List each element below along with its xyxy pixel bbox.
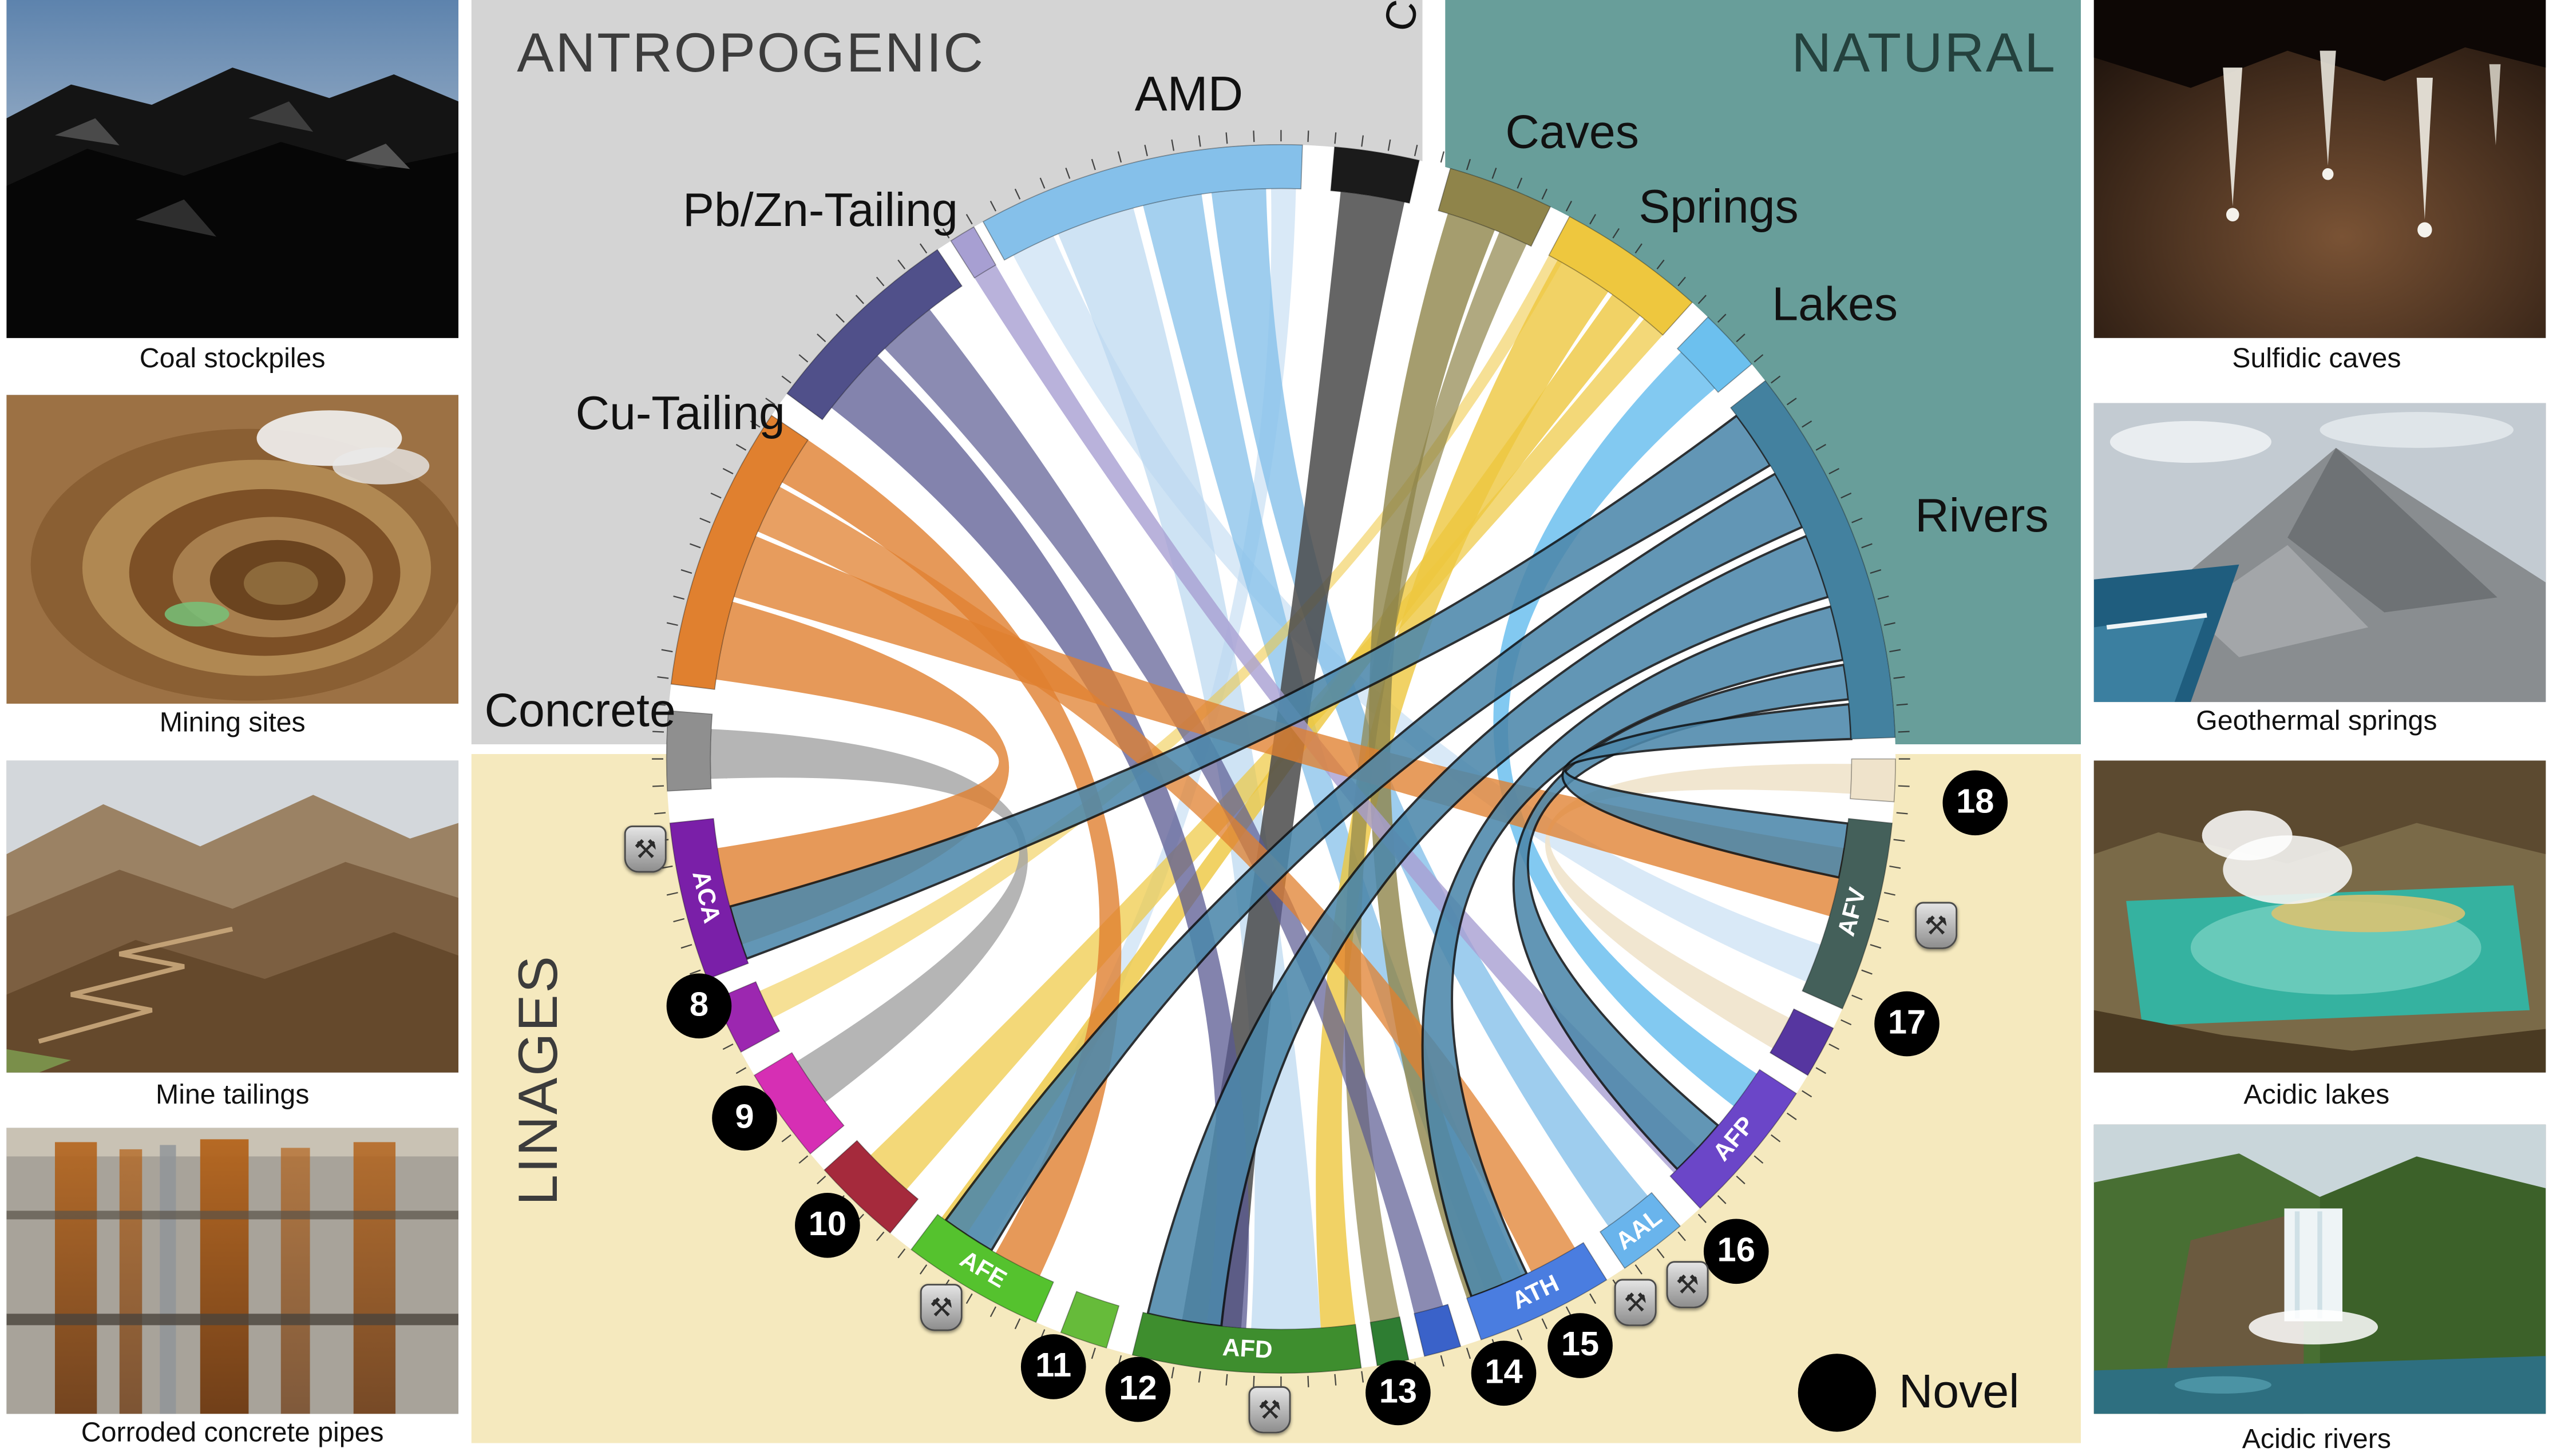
chord-ribbon	[1146, 534, 1830, 1328]
corroded-pipes-illustration	[6, 1128, 459, 1414]
caption-mining-sites: Mining sites	[159, 707, 306, 738]
chord-ribbon	[831, 355, 1249, 1328]
chord-ribbon	[1143, 194, 1522, 1292]
panel-title-natural: NATURAL	[1791, 22, 2057, 85]
arc-segment-afp	[1669, 1069, 1798, 1209]
arc-segment-seg-9	[753, 1052, 845, 1155]
chord-ribbon	[710, 729, 1028, 1102]
acidic-lakes-illustration	[2093, 760, 2546, 1073]
caption-acidic-lakes: Acidic lakes	[2243, 1079, 2390, 1110]
novel-legend-dot	[1798, 1354, 1877, 1432]
chord-ribbon	[1545, 764, 1852, 1049]
caption-acidic-rivers: Acidic rivers	[2242, 1423, 2391, 1455]
caption-corroded-concrete-pipes: Corroded concrete pipes	[81, 1417, 384, 1448]
arc-segment-seg-lilac	[950, 226, 997, 279]
caption-mine-tailings: Mine tailings	[155, 1079, 310, 1110]
arc-segment-afd	[1131, 1311, 1362, 1374]
arc-segment-pbzn-tailing	[786, 249, 963, 420]
arc-segment-aal	[1599, 1192, 1681, 1269]
photo-coal-stockpiles	[6, 0, 459, 338]
arc-label-afd: AFD	[1222, 1334, 1273, 1364]
chord-ribbon	[716, 601, 1010, 945]
arc-segment-seg-17	[1769, 1008, 1834, 1076]
arc-segment-aca	[669, 818, 749, 980]
chord-ribbon	[1561, 703, 1853, 879]
arc-segment-rivers	[1729, 380, 1896, 740]
chord-ribbon	[1211, 188, 1648, 1227]
acidic-rivers-illustration	[2093, 1124, 2546, 1414]
arc-segment-caves	[1438, 168, 1551, 247]
arc-segment-concrete	[666, 710, 713, 792]
chord-ribbon	[1421, 605, 1845, 1298]
arc-segment-seg-10	[824, 1140, 919, 1234]
arc-segment-seg-cream	[1850, 758, 1896, 803]
chord-ribbon	[1344, 232, 1527, 1323]
arc-segment-springs	[1548, 216, 1693, 336]
chord-ribbon	[870, 319, 1663, 1190]
photo-acidic-lakes	[2093, 760, 2546, 1073]
arc-segment-amd	[982, 144, 1303, 261]
photo-acidic-rivers	[2093, 1124, 2546, 1414]
mine-tailings-illustration	[6, 760, 459, 1073]
caption-coal-stockpiles: Coal stockpiles	[139, 343, 326, 374]
photo-corroded-concrete-pipes	[6, 1128, 459, 1414]
novel-legend-label: Novel	[1898, 1366, 2020, 1419]
photo-sulfidic-caves	[2093, 0, 2546, 338]
arc-segment-lakes	[1676, 316, 1753, 393]
coal-stockpiles-illustration	[6, 0, 459, 338]
arc-segment-afe	[911, 1213, 1054, 1323]
caption-sulfidic-caves: Sulfidic caves	[2232, 343, 2401, 374]
arc-segment-cu-tailing	[670, 414, 809, 691]
arc-segment-coal	[1330, 146, 1420, 204]
arc-segment-ath	[1466, 1241, 1608, 1340]
panel-title-antropogenic: ANTROPOGENIC	[517, 22, 985, 85]
sulfidic-caves-illustration	[2093, 0, 2546, 338]
arc-segment-afv	[1802, 818, 1893, 1010]
photo-mine-tailings	[6, 760, 459, 1073]
panel-title-linages: LINAGES	[508, 954, 570, 1205]
mining-sites-illustration	[6, 395, 459, 704]
photo-geothermal-springs	[2093, 403, 2546, 703]
arc-segment-seg-11	[1060, 1291, 1120, 1349]
photo-mining-sites	[6, 395, 459, 704]
geothermal-springs-illustration	[2093, 403, 2546, 703]
arc-segment-seg-15	[1414, 1303, 1462, 1357]
caption-geothermal-springs: Geothermal springs	[2196, 705, 2437, 736]
